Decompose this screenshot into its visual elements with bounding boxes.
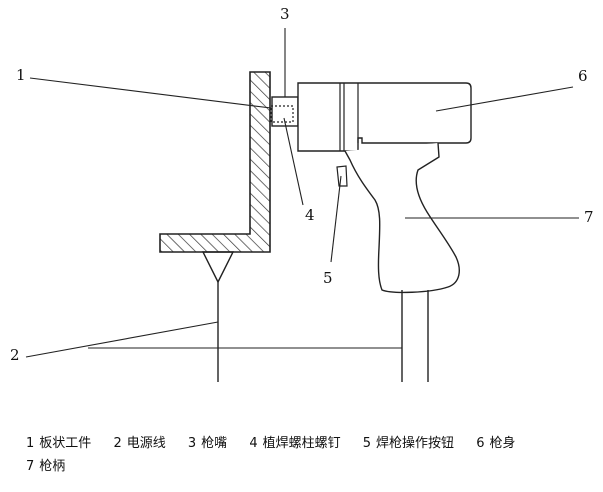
legend-label: 电源线 [126, 436, 166, 451]
legend-label: 枪柄 [39, 459, 66, 474]
legend-label: 板状工件 [39, 436, 92, 451]
legend-item-6: 6 枪身 [476, 432, 515, 455]
welding-gun-diagram: 1 2 3 4 5 6 7 [10, 5, 594, 382]
leader-line-2a [25, 321, 219, 358]
ground-clamp [201, 251, 235, 284]
leader-line-6 [435, 86, 574, 112]
stud-screw [270, 105, 294, 123]
callout-7: 7 [584, 208, 594, 226]
legend-item-2: 2 电源线 [113, 432, 165, 455]
legend-num: 7 [26, 459, 35, 474]
legend-item-4: 4 植焊螺柱螺钉 [249, 432, 340, 455]
gun-body [297, 82, 472, 152]
legend-num: 4 [249, 436, 258, 451]
legend-num: 3 [187, 436, 197, 451]
callout-2: 2 [10, 346, 20, 364]
legend-item-1: 1 板状工件 [26, 432, 91, 455]
plate-workpiece [159, 71, 271, 253]
legend-label: 植焊螺柱螺钉 [262, 436, 341, 451]
figure-legend: 1 板状工件 2 电源线 3 枪嘴 4 植焊螺柱螺钉 5 焊枪操作按钮 6 枪身 7 枪柄 [26, 432, 596, 478]
legend-item-5: 5 焊枪操作按钮 [363, 432, 454, 455]
trigger-button [336, 165, 348, 187]
callout-4: 4 [305, 206, 315, 224]
legend-label: 焊枪操作按钮 [376, 436, 455, 451]
legend-item-7: 7 枪柄 [26, 455, 65, 478]
callout-1: 1 [16, 66, 26, 84]
legend-num: 5 [362, 436, 372, 451]
callout-5: 5 [323, 269, 333, 287]
legend-item-3: 3 枪嘴 [188, 432, 227, 455]
gun-handle [344, 142, 460, 294]
callout-6: 6 [578, 67, 588, 85]
leader-line-5 [330, 175, 342, 263]
callout-3: 3 [280, 5, 290, 23]
legend-num: 6 [476, 436, 485, 451]
leader-line-4 [283, 117, 304, 206]
legend-num: 2 [113, 436, 122, 451]
legend-num: 1 [26, 436, 35, 451]
legend-label: 枪嘴 [201, 436, 228, 451]
leader-line-1 [29, 77, 272, 109]
legend-label: 枪身 [489, 436, 516, 451]
